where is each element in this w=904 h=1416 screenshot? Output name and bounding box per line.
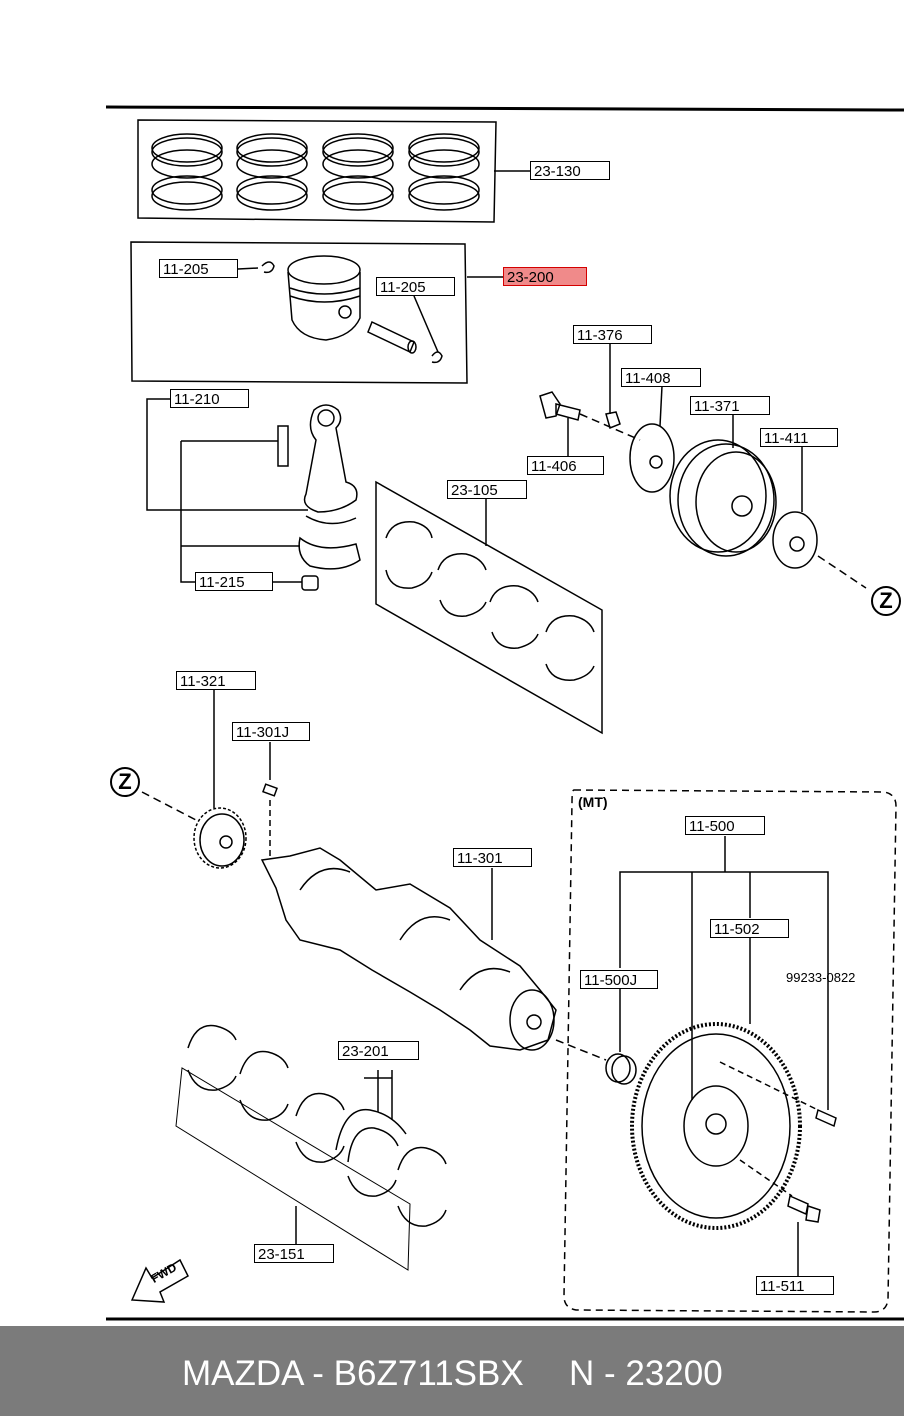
footer-reference: N - 23200 (569, 1354, 723, 1393)
piston-ring-set-1 (151, 133, 223, 211)
zone-marker-z-right: Z (871, 586, 901, 616)
piston-group (130, 241, 503, 384)
callout-11-502[interactable]: 11-502 (710, 919, 789, 938)
callout-11-371[interactable]: 11-371 (690, 396, 770, 415)
callout-11-500j[interactable]: 11-500J (580, 970, 658, 989)
callout-23-105[interactable]: 23-105 (447, 480, 527, 499)
callout-23-201[interactable]: 23-201 (338, 1041, 419, 1060)
callout-11-500[interactable]: 11-500 (685, 816, 765, 835)
callout-23-130[interactable]: 23-130 (530, 161, 610, 180)
fwd-arrow (130, 1258, 189, 1303)
piston-rings-group (137, 119, 530, 223)
bearing-set-23-105 (375, 480, 603, 735)
callout-23-151[interactable]: 23-151 (254, 1244, 334, 1263)
footer-bar: MAZDA - B6Z711SBX N - 23200 (0, 1326, 904, 1416)
zone-marker-z-left: Z (110, 767, 140, 797)
piston-ring-set-3 (322, 133, 394, 211)
mt-flywheel-group (563, 789, 897, 1313)
callout-11-215[interactable]: 11-215 (195, 572, 273, 591)
callout-11-205-left[interactable]: 11-205 (159, 259, 238, 278)
piston-ring-set-2 (236, 133, 308, 211)
piston-ring-set-4 (408, 133, 480, 211)
callout-11-408[interactable]: 11-408 (621, 368, 701, 387)
footer-brand-part: MAZDA - B6Z711SBX (182, 1354, 524, 1393)
crankshaft (260, 847, 607, 1061)
callout-11-376[interactable]: 11-376 (573, 325, 652, 344)
callout-11-205-right[interactable]: 11-205 (376, 277, 455, 296)
parts-diagram: 23-130 23-200 11-205 11-205 11-376 11-40… (105, 105, 904, 1321)
part-number-99233-0822[interactable]: 99233-0822 (786, 970, 856, 985)
callout-11-301[interactable]: 11-301 (453, 848, 532, 867)
callout-11-210[interactable]: 11-210 (170, 389, 249, 408)
pulley-group (539, 344, 867, 589)
callout-23-200-highlighted[interactable]: 23-200 (503, 267, 587, 286)
callout-11-406[interactable]: 11-406 (527, 456, 604, 475)
callout-11-411[interactable]: 11-411 (760, 428, 838, 447)
callout-11-511[interactable]: 11-511 (756, 1276, 834, 1295)
main-bearings-group (175, 1024, 447, 1271)
connecting-rod-group (146, 398, 361, 591)
mt-label: (MT) (578, 794, 608, 810)
callout-11-321[interactable]: 11-321 (176, 671, 256, 690)
timing-gear-group (141, 690, 278, 869)
callout-11-301j[interactable]: 11-301J (232, 722, 310, 741)
diagram-drawing (105, 105, 904, 1321)
